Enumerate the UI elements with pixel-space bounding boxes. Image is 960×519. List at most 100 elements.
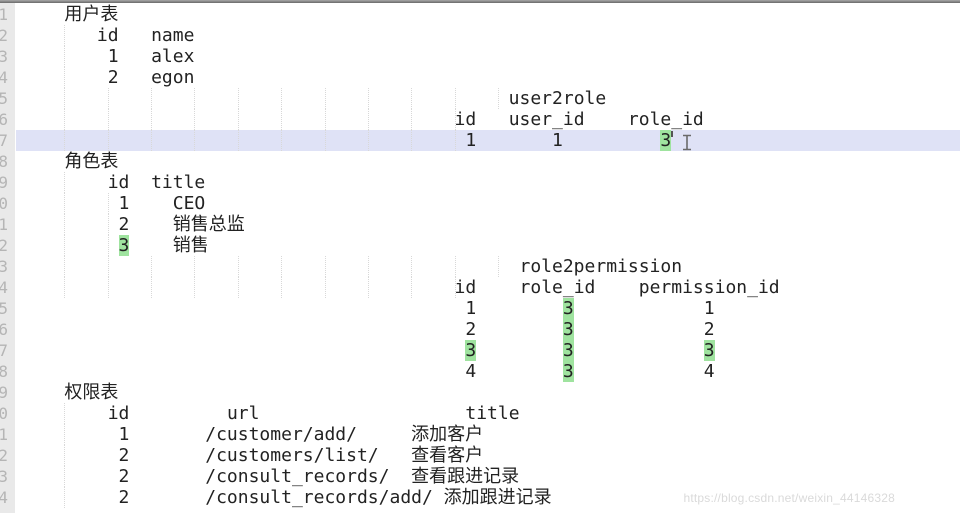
indent-guide [151,88,152,109]
code-line-20[interactable]: id url title [21,403,520,424]
indent-guide [455,88,456,109]
indent-guide [64,130,65,151]
indent-guide [64,256,65,277]
indent-guide [281,277,282,298]
text-token: 销售总监 [172,214,245,235]
code-line-8[interactable]: 角色表 [21,151,118,172]
code-line-19[interactable]: 权限表 [21,382,118,403]
indent-guide [64,88,65,109]
text-token: 4 [703,361,715,382]
indent-guide [151,277,152,298]
text-token: 查看客户 [411,445,484,466]
text-token: 2 [465,319,477,340]
indent-guide [64,109,65,130]
code-line-14[interactable]: id role_id permission_id [21,277,779,298]
code-line-15[interactable]: 1 3 1 [21,298,715,319]
code-line-12[interactable]: 3 销售 [21,235,209,256]
line-number: 3 [0,47,8,66]
text-token: name [151,25,195,46]
indent-guide [64,235,65,256]
indent-guide [194,277,195,298]
line-number: 10 [0,194,8,213]
indent-guide [411,130,412,151]
code-line-24[interactable]: 2 /consult_records/add/ 添加跟进记录 [21,487,552,508]
text-token: /customer/add/ [205,424,357,445]
code-line-1[interactable]: 用户表 [21,4,118,25]
code-line-6[interactable]: id user_id role_id [21,109,703,130]
code-line-11[interactable]: 2 销售总监 [21,214,245,235]
code-line-10[interactable]: 1 CEO [21,193,206,214]
code-line-9[interactable]: id title [21,172,206,193]
indent-guide [238,277,239,298]
code-line-17[interactable]: 3 3 3 [21,340,715,361]
text-token: url [226,403,260,424]
text-token: 添加跟进记录 [443,487,552,508]
line-number: 4 [0,68,8,87]
code-line-23[interactable]: 2 /consult_records/ 查看跟进记录 [21,466,520,487]
indent-guide [194,130,195,151]
code-line-21[interactable]: 1 /customer/add/ 添加客户 [21,424,484,445]
indent-guide [108,214,109,235]
text-token: user_id [508,109,585,130]
highlighted-value: 3 [562,340,574,361]
code-line-16[interactable]: 2 3 2 [21,319,715,340]
code-line-2[interactable]: id name [21,25,195,46]
indent-guide [64,466,65,487]
text-token: id [454,277,477,298]
line-number: 5 [0,89,8,108]
indent-guide [64,46,65,67]
code-line-7[interactable]: 1 1 3 [21,130,672,151]
indent-guide [325,109,326,130]
text-token: user2role [508,88,607,109]
code-line-22[interactable]: 2 /customers/list/ 查看客户 [21,445,484,466]
indent-guide [325,256,326,277]
indent-guide [194,109,195,130]
line-number: 9 [0,173,8,192]
text-token: 2 [118,214,130,235]
text-token: 1 [107,46,119,67]
indent-guide [455,277,456,298]
indent-guide [281,130,282,151]
text-token: 4 [465,361,477,382]
line-number: 14 [0,278,8,297]
line-number: 2 [0,26,8,45]
text-token: role2permission [519,256,683,277]
indent-guide [64,445,65,466]
indent-guide [64,25,65,46]
highlighted-value: 3 [562,361,574,382]
indent-guide [411,109,412,130]
code-line-4[interactable]: 2 egon [21,67,195,88]
text-token: 1 [465,298,477,319]
text-token: /consult_records/ [205,466,390,487]
line-number: 19 [0,383,8,402]
code-line-13[interactable]: role2permission [21,256,683,277]
indent-guide [108,277,109,298]
highlighted-value: 3 [562,319,574,340]
indent-guide [411,256,412,277]
line-number: 20 [0,404,8,423]
line-number: 12 [0,236,8,255]
code-line-18[interactable]: 4 3 4 [21,361,715,382]
indent-guide [368,277,369,298]
code-line-5[interactable]: user2role [21,88,607,109]
indent-guide [455,109,456,130]
text-token: id [107,403,130,424]
text-token: id [96,25,119,46]
text-token: 添加客户 [411,424,484,445]
text-token: 权限表 [64,382,119,403]
line-number: 21 [0,425,8,444]
highlighted-value: 3 [660,130,672,151]
line-number: 13 [0,257,8,276]
text-token: 2 [118,487,130,508]
indent-guide [64,67,65,88]
line-number: 17 [0,341,8,360]
code-line-3[interactable]: 1 alex [21,46,195,67]
text-token: 1 [465,130,477,151]
current-line-highlight [16,130,960,151]
text-token: 2 [107,67,119,88]
indent-guide [325,88,326,109]
i-beam-cursor-icon [683,134,691,151]
text-token: 用户表 [64,4,119,25]
